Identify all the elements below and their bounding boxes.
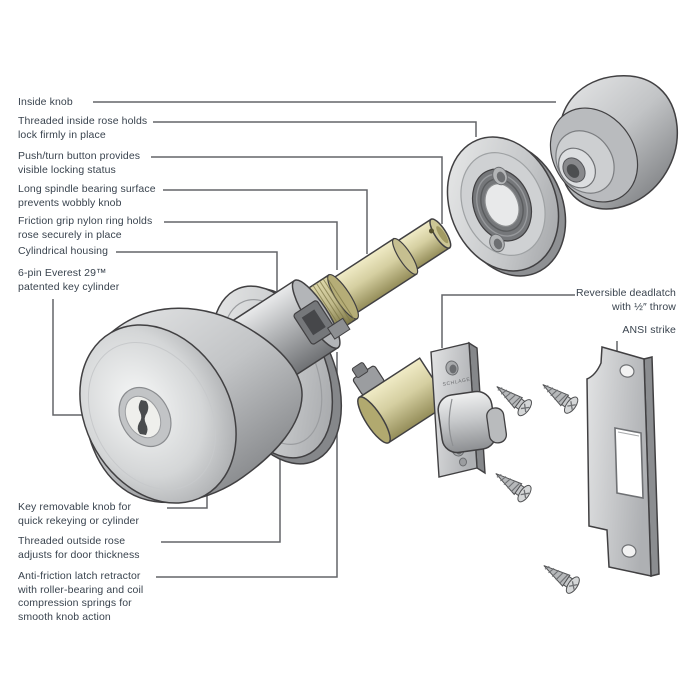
screw-2 (542, 384, 579, 414)
leader-housing (116, 251, 278, 292)
housing-step (326, 317, 351, 340)
leader-inside-rose (153, 121, 477, 137)
callout-inside-rose: Threaded inside rose holds lock firmly i… (18, 115, 148, 141)
outside-knob (79, 307, 303, 504)
inside-knob (549, 75, 679, 210)
key-cylinder-face (118, 386, 172, 448)
callout-outside-knob: Key removable knob for quick rekeying or… (18, 501, 140, 527)
leader-push-turn-button (151, 156, 443, 224)
latch-bolt (437, 390, 508, 454)
screw-1 (496, 386, 533, 417)
strike-screw-hole-top (619, 364, 635, 378)
callout-housing: Cylindrical housing (18, 245, 109, 257)
callout-outside-rose: Threaded outside rose adjusts for door t… (18, 535, 140, 561)
screw-4 (543, 565, 580, 594)
callout-inside-knob: Inside knob (18, 96, 73, 108)
ansi-strike-plate (586, 346, 660, 577)
leader-outside-rose (161, 426, 281, 543)
strike-screw-hole-bottom (621, 544, 637, 558)
screw-3 (495, 473, 532, 503)
keyway (137, 400, 149, 435)
leader-deadlatch (441, 294, 575, 348)
leader-spindle (163, 189, 368, 254)
deadlatch-plunger (486, 407, 508, 444)
callout-deadlatch: Reversible deadlatch with ½″ throw (575, 287, 676, 313)
leader-nylon-ring (164, 221, 338, 270)
mounting-screws (495, 384, 580, 594)
callout-key-cylinder: 6-pin Everest 29™ patented key cylinder (18, 267, 120, 293)
strike-latch-hole (614, 427, 644, 499)
callout-nylon-ring: Friction grip nylon ring holds rose secu… (18, 215, 153, 241)
callout-ansi-strike: ANSI strike (622, 324, 676, 336)
faceplate-brand: SCHLAGE (442, 377, 471, 388)
inside-rose (446, 136, 567, 277)
callout-latch-retractor: Anti-friction latch retractor with rolle… (18, 570, 144, 623)
callout-spindle: Long spindle bearing surface prevents wo… (18, 183, 156, 209)
callout-push-turn-button: Push/turn button provides visible lockin… (18, 150, 141, 176)
